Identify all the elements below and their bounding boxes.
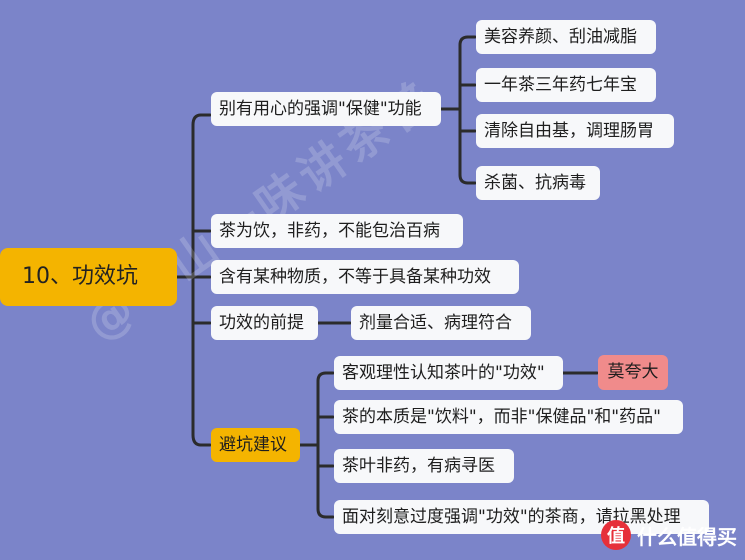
premise-child-dosage: 剂量合适、病理符合	[351, 306, 531, 340]
root-node: 10、功效坑	[0, 248, 177, 306]
advice-trunk-line	[316, 371, 328, 519]
root-trunk-line	[191, 113, 203, 447]
branch-substance: 含有某种物质，不等于具备某种功效	[211, 260, 519, 294]
advice-child-see-doctor: 茶叶非药，有病寻医	[334, 449, 514, 483]
health-child-tea-proverb: 一年茶三年药七年宝	[476, 68, 656, 102]
health-child-antivirus: 杀菌、抗病毒	[476, 166, 600, 200]
branch-premise: 功效的前提	[211, 306, 318, 340]
advice-child-block-merchant: 面对刻意过度强调"功效"的茶商，请拉黑处理	[334, 500, 709, 534]
branch-health: 别有用心的强调"保健"功能	[211, 92, 441, 126]
health-child-free-radicals: 清除自由基，调理肠胃	[476, 114, 674, 148]
advice-child-objective: 客观理性认知茶叶的"功效"	[334, 356, 563, 390]
note-exaggerate: 莫夸大	[598, 355, 668, 390]
branch-drink: 茶为饮，非药，不能包治百病	[211, 214, 463, 248]
branch-advice: 避坑建议	[211, 428, 300, 462]
health-child-beauty: 美容养颜、刮油减脂	[476, 20, 656, 54]
brand-badge: 值 什么值得买	[601, 518, 737, 552]
brand-logo-icon: 值	[601, 520, 631, 550]
advice-child-beverage: 茶的本质是"饮料"，而非"保健品"和"药品"	[334, 400, 683, 434]
health-trunk-line	[458, 35, 470, 185]
brand-name: 什么值得买	[637, 524, 737, 549]
